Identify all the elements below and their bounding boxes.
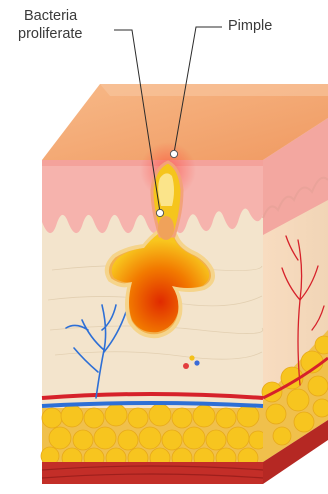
pimple-pointer-dot [170,150,177,157]
bacteria-label-line2: proliferate [18,26,82,43]
bacteria-label-line1: Bacteria [24,8,77,25]
pimple-icon [152,162,182,240]
bacteria-pointer-dot [156,209,163,216]
pimple-label: Pimple [228,18,272,35]
